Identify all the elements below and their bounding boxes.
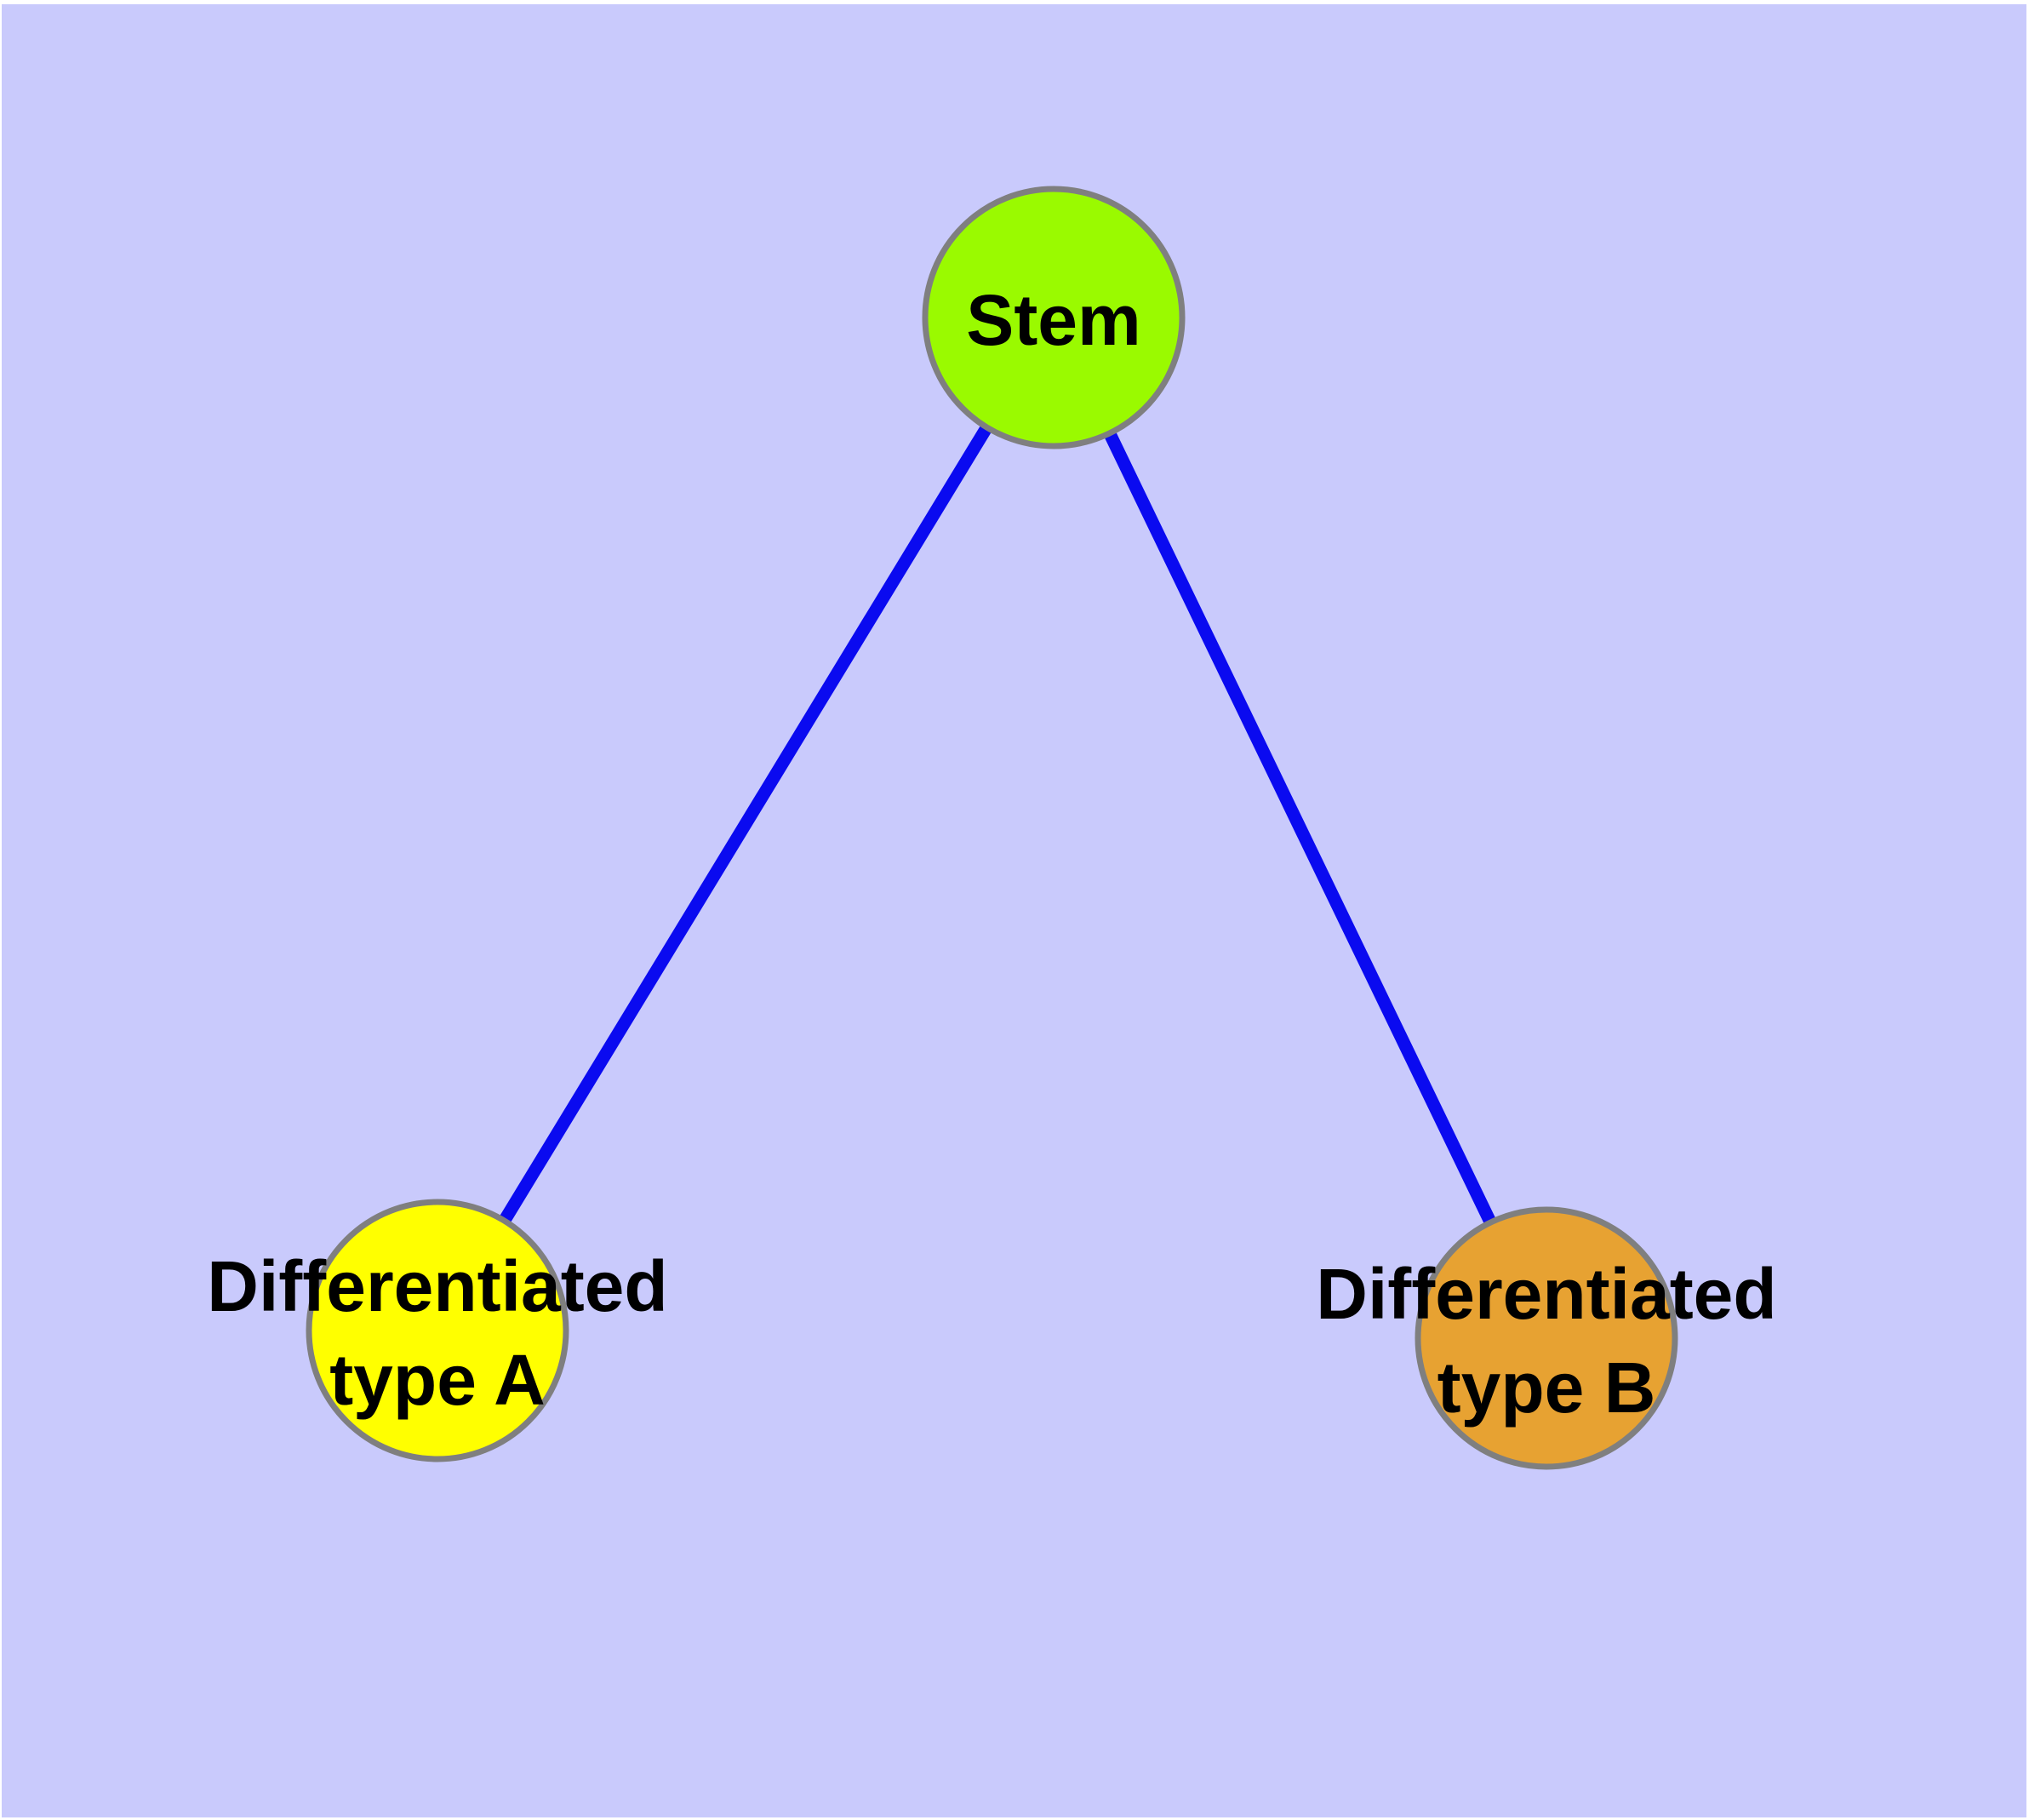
- edges-layer: [499, 424, 1497, 1226]
- node-stem: Stem: [922, 186, 1186, 449]
- edge-stem-to-differentiated-type-a: [499, 424, 992, 1224]
- node-differentiated-type-b-label-line-2: type B: [1437, 1348, 1656, 1428]
- node-stem-label: Stem: [966, 280, 1140, 360]
- edge-stem-to-differentiated-type-b: [1103, 430, 1497, 1226]
- node-differentiated-type-b: Differentiated type B: [1316, 1206, 1777, 1470]
- node-differentiated-type-b-circle: [1415, 1206, 1678, 1470]
- node-differentiated-type-b-label: Differentiated type B: [1316, 1254, 1776, 1428]
- node-differentiated-type-a-circle: [306, 1199, 569, 1462]
- node-differentiated-type-a-label-line-2: type A: [329, 1340, 546, 1420]
- node-differentiated-type-a-label: Differentiated type A: [207, 1246, 667, 1420]
- node-differentiated-type-b-label-line-1: Differentiated: [1316, 1254, 1776, 1334]
- node-differentiated-type-a-label-line-1: Differentiated: [207, 1246, 667, 1326]
- node-differentiated-type-a: Differentiated type A: [207, 1199, 668, 1462]
- node-stem-label-line-1: Stem: [966, 280, 1140, 360]
- node-stem-circle: [922, 186, 1186, 449]
